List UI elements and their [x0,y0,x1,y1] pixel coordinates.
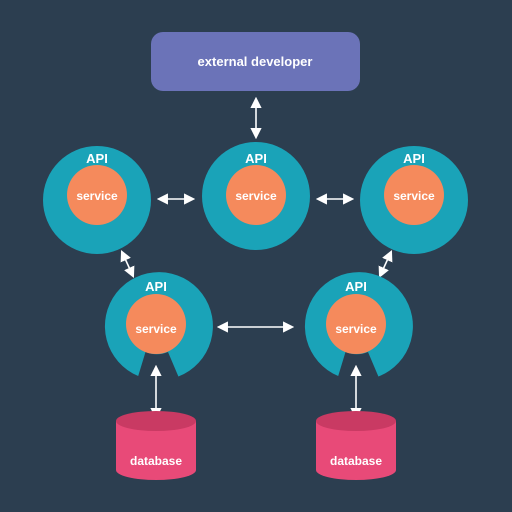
service-label: service [135,322,177,336]
api-node-top-left: API service [43,146,151,254]
service-core [384,165,444,225]
api-node-top-center: API service [202,142,310,250]
service-core [126,294,186,354]
api-node-top-right: API service [360,146,468,254]
database-body [316,421,396,480]
api-label: API [86,151,108,166]
service-label: service [235,189,277,203]
api-node-bottom-right: API service [304,272,413,377]
external-developer-box: external developer [151,32,360,91]
developer-label: external developer [198,54,313,69]
developer-box-shape [151,32,360,91]
database-left: database [116,411,196,480]
api-label: API [245,151,267,166]
api-label: API [403,151,425,166]
api-label: API [345,279,367,294]
service-label: service [393,189,435,203]
database-body [116,421,196,480]
database-label: database [130,454,182,468]
arrow-right-to-bottom-right [378,249,393,279]
api-node-bottom-left: API service [104,272,213,377]
service-label: service [76,189,118,203]
service-label: service [335,322,377,336]
connectors [120,96,393,420]
database-right: database [316,411,396,480]
database-top [316,411,396,431]
service-core [326,294,386,354]
service-core [67,165,127,225]
api-label: API [145,279,167,294]
arrow-left-to-bottom-left [120,249,135,279]
database-label: database [330,454,382,468]
service-core [226,165,286,225]
database-top [116,411,196,431]
